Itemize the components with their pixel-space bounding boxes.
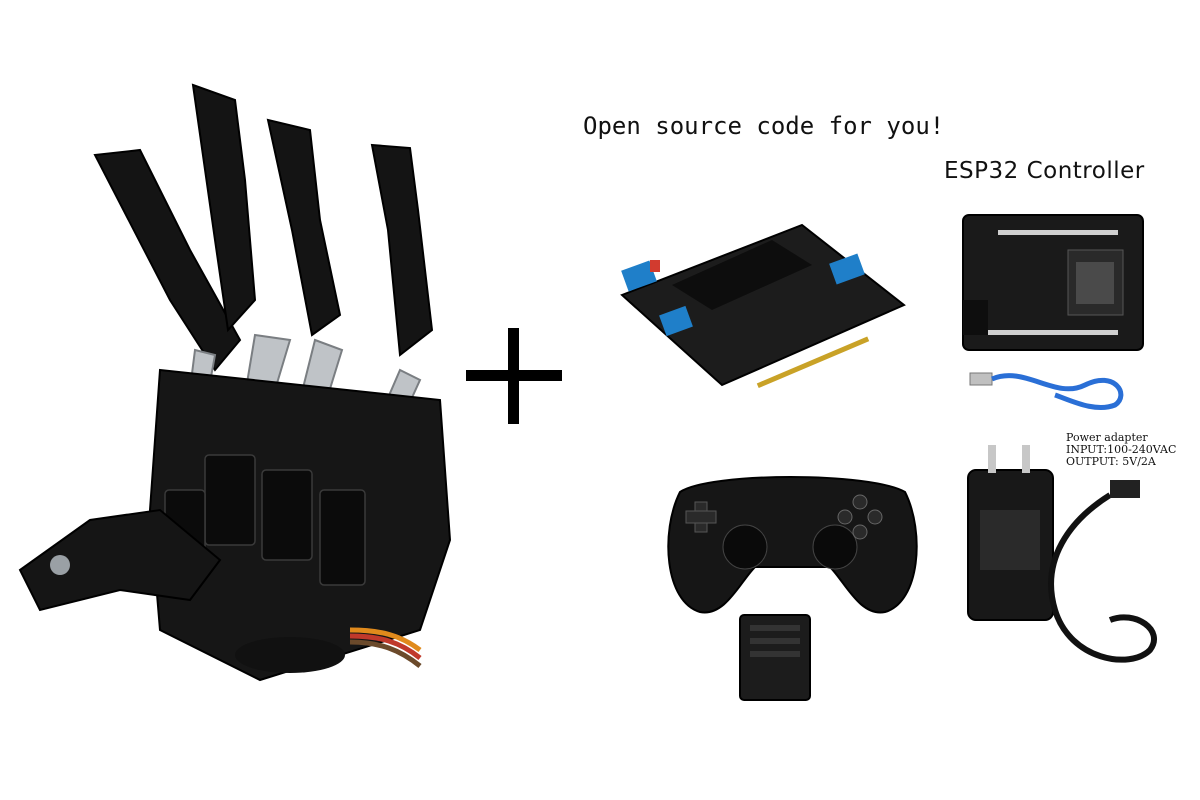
power-adapter-title: Power adapter <box>1066 431 1148 444</box>
esp32-title: ESP32 Controller <box>944 158 1145 184</box>
gamepad-image <box>667 476 918 614</box>
power-adapter-image <box>967 445 1157 663</box>
servo-driver-board-image <box>620 223 906 389</box>
headline: Open source code for you! <box>583 112 945 140</box>
usb-cable-image <box>969 372 1124 411</box>
plus-icon <box>466 328 562 424</box>
power-adapter-output: OUTPUT: 5V/2A <box>1066 455 1156 468</box>
esp32-board-image <box>962 214 1144 351</box>
wireless-receiver-image <box>739 614 811 701</box>
power-adapter-input: INPUT:100-240VAC <box>1066 443 1177 456</box>
robot-hand-image <box>18 83 452 682</box>
power-adapter-label: Power adapter INPUT:100-240VAC OUTPUT: 5… <box>1066 432 1176 468</box>
